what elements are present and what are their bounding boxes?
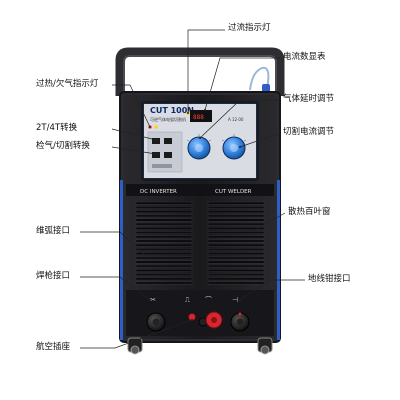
vent-slat <box>135 264 193 268</box>
label-aviation-socket: 航空插座 <box>36 342 71 352</box>
brand-band: DC INVERTER CUT WELDER <box>126 184 274 196</box>
control-panel: CUT 100N 可逆气体电弧切割机 A 12·00 888 <box>141 101 259 181</box>
leader-lines <box>80 29 305 349</box>
svg-text:⊣: ⊣ <box>232 296 238 304</box>
vent-slat <box>207 239 265 243</box>
label-mode-2t4t: 2T/4T转换 <box>36 123 78 133</box>
vent-slat <box>207 231 265 234</box>
svg-text:888: 888 <box>193 114 204 121</box>
vent-slat <box>135 269 193 272</box>
vent-slat <box>207 235 265 239</box>
vent-slat <box>207 210 265 213</box>
vent-slat <box>207 214 265 218</box>
current-meter-display <box>190 110 212 122</box>
vent-slat <box>135 218 193 222</box>
vent-slat <box>135 281 193 285</box>
label-ground-port: 地线钳接口 <box>308 274 351 284</box>
label-torch-port: 焊枪接口 <box>36 271 71 281</box>
label-current-meter: 电流数显表 <box>283 52 326 62</box>
vent-slat <box>135 226 193 230</box>
vent-slat <box>135 214 193 218</box>
vent-slat <box>135 239 193 243</box>
pilot-arc-port[interactable] <box>146 312 166 332</box>
label-pilot-arc: 维弧接口 <box>36 226 71 236</box>
vent-slat <box>207 281 265 285</box>
wheels <box>127 337 273 355</box>
svg-text:⎍: ⎍ <box>185 296 190 304</box>
vent-slat <box>135 247 193 251</box>
ground-port[interactable] <box>230 312 250 332</box>
vent-slat <box>207 243 265 247</box>
vent-slat <box>207 218 265 222</box>
vent-slat <box>207 264 265 268</box>
label-gas-check: 检气/切割转换 <box>36 141 90 151</box>
svg-text:⌒: ⌒ <box>205 296 212 304</box>
vent-slat <box>207 226 265 230</box>
subtitle-text: 可逆气体电弧切割机 <box>150 116 186 122</box>
vent-slat <box>135 201 193 205</box>
vent-slat <box>207 277 265 281</box>
vent-right <box>207 201 265 285</box>
vent-slat <box>207 256 265 260</box>
vent-slat <box>135 260 193 264</box>
vent-slat <box>135 222 193 226</box>
label-overcurrent-lamp: 过流指示灯 <box>228 23 271 33</box>
vent-left <box>135 201 193 285</box>
vent-slat <box>207 201 265 205</box>
brand-right-text: CUT WELDER <box>215 189 252 195</box>
vent-slat <box>207 273 265 276</box>
torch-port[interactable] <box>205 311 223 329</box>
vent-slat <box>207 252 265 255</box>
vent-slat <box>135 210 193 213</box>
leader-dots <box>144 109 256 321</box>
vent-slat <box>135 205 193 209</box>
vent-slat <box>207 260 265 264</box>
connector-strip: ✂ ⎍ ⌒ ⊣ <box>126 290 274 336</box>
vent-slat <box>135 273 193 276</box>
label-overheat-lamp: 过热/欠气指示灯 <box>36 79 99 89</box>
label-cut-current: 切割电流调节 <box>283 127 335 137</box>
vent-slat <box>135 231 193 234</box>
vent-slat <box>207 222 265 226</box>
vent-slat <box>207 247 265 251</box>
panel-tag-text: A 12·00 <box>228 117 244 122</box>
brand-left-text: DC INVERTER <box>140 189 177 195</box>
vent-slat <box>135 235 193 239</box>
vent-slat <box>135 256 193 260</box>
vent-slat <box>135 277 193 281</box>
handle <box>115 47 285 96</box>
model-text: CUT 100N <box>150 106 194 115</box>
svg-text:✂: ✂ <box>150 296 156 304</box>
label-gas-delay: 气体延时调节 <box>283 94 335 104</box>
vent-slat <box>135 243 193 247</box>
vent-slat <box>207 269 265 272</box>
vent-slat <box>135 252 193 255</box>
label-vent: 散热百叶窗 <box>288 207 331 217</box>
vent-slat <box>207 205 265 209</box>
